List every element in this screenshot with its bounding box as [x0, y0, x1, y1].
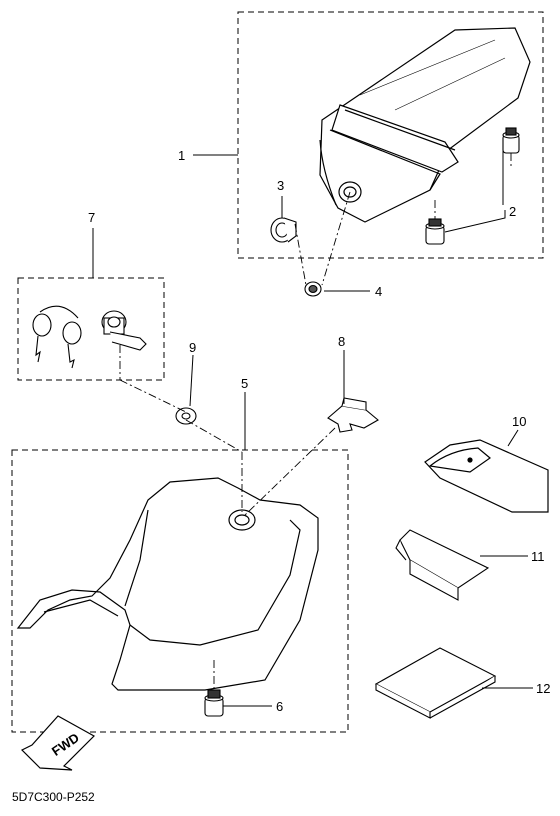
group-box-key-lock [17, 277, 165, 381]
keys [32, 305, 82, 369]
rear-seat-damper-lower [425, 218, 445, 245]
nut [304, 281, 322, 297]
front-seat-damper [204, 689, 224, 717]
group-box-front-seat [11, 449, 349, 733]
callout-6: 6 [276, 699, 283, 714]
callout-7: 7 [88, 210, 95, 225]
part-code-label: 5D7C300-P252 [12, 790, 95, 804]
callout-9: 9 [189, 340, 196, 355]
rear-seat [319, 27, 531, 223]
seat-bracket [327, 397, 379, 433]
seat-lock-cylinder [101, 310, 147, 351]
front-seat [16, 477, 319, 691]
grommet [270, 217, 297, 243]
callout-10: 10 [512, 414, 526, 429]
callout-8: 8 [338, 334, 345, 349]
callout-2: 2 [509, 204, 516, 219]
callout-12: 12 [536, 681, 550, 696]
group-box-rear-seat [237, 11, 544, 259]
callout-11: 11 [531, 549, 545, 564]
rear-seat-damper-upper [502, 127, 520, 154]
callout-1: 1 [178, 148, 185, 163]
assembly-lines [119, 153, 512, 690]
seat-cowl [424, 439, 549, 513]
mounting-plate [395, 529, 490, 601]
forward-arrow: FWD [20, 715, 95, 771]
owner-manual [374, 647, 497, 719]
callout-5: 5 [241, 376, 248, 391]
washer [175, 407, 197, 425]
leader-lines [92, 150, 533, 707]
callout-4: 4 [375, 284, 382, 299]
callout-3: 3 [277, 178, 284, 193]
